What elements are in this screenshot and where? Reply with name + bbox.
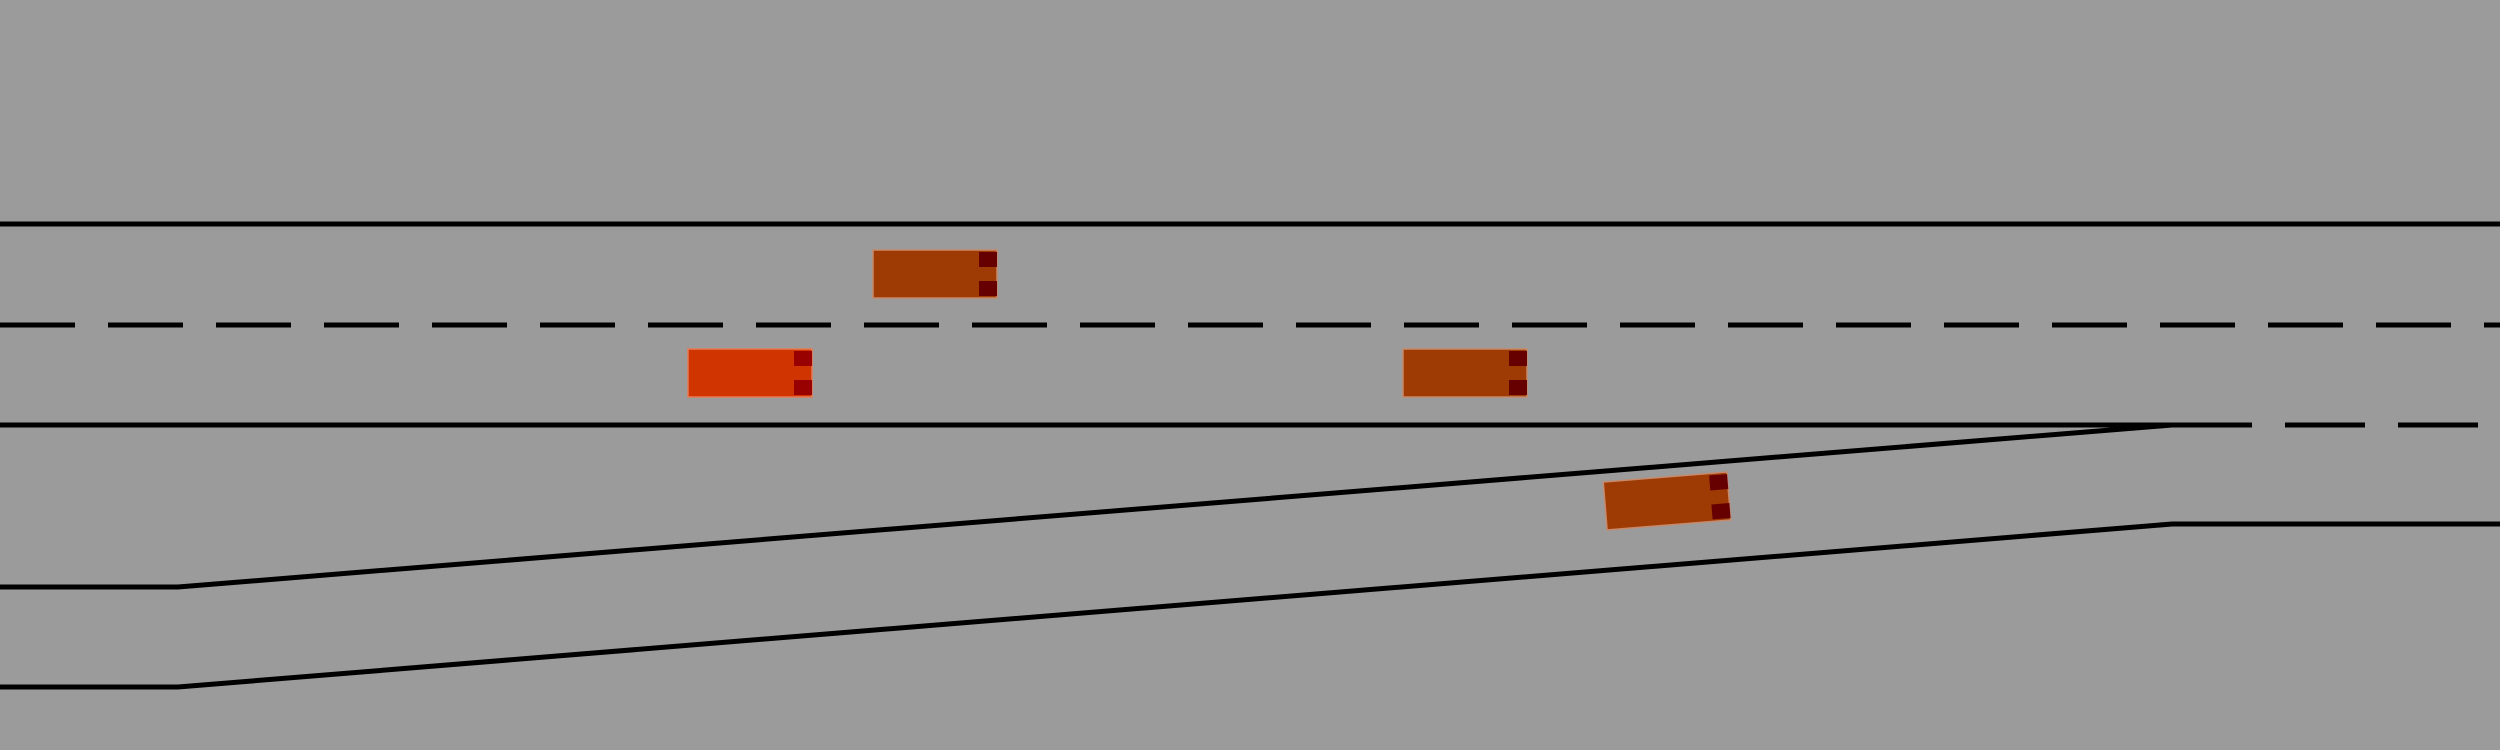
other-vehicle [1402, 348, 1528, 398]
vehicle-headlight [794, 380, 812, 395]
vehicle-body [872, 249, 998, 299]
vehicle-body [687, 348, 813, 398]
vehicle-headlight [1709, 474, 1729, 491]
vehicle-headlight [1509, 380, 1527, 395]
ego-vehicle [687, 348, 813, 398]
onramp-lower-edge [0, 521, 2500, 690]
other-vehicle [872, 249, 998, 299]
vehicle-headlight [979, 252, 997, 267]
vehicle-headlight [979, 281, 997, 296]
vehicle-body [1602, 471, 1732, 531]
onramp-upper-edge [0, 422, 2173, 590]
vehicle-body [1402, 348, 1528, 398]
vehicle-headlight [1509, 351, 1527, 366]
other-vehicle [1602, 471, 1732, 531]
vehicle-headlight [794, 351, 812, 366]
vehicles [687, 249, 1732, 531]
vehicle-headlight [1711, 503, 1731, 520]
lane-markings [0, 221, 2500, 690]
